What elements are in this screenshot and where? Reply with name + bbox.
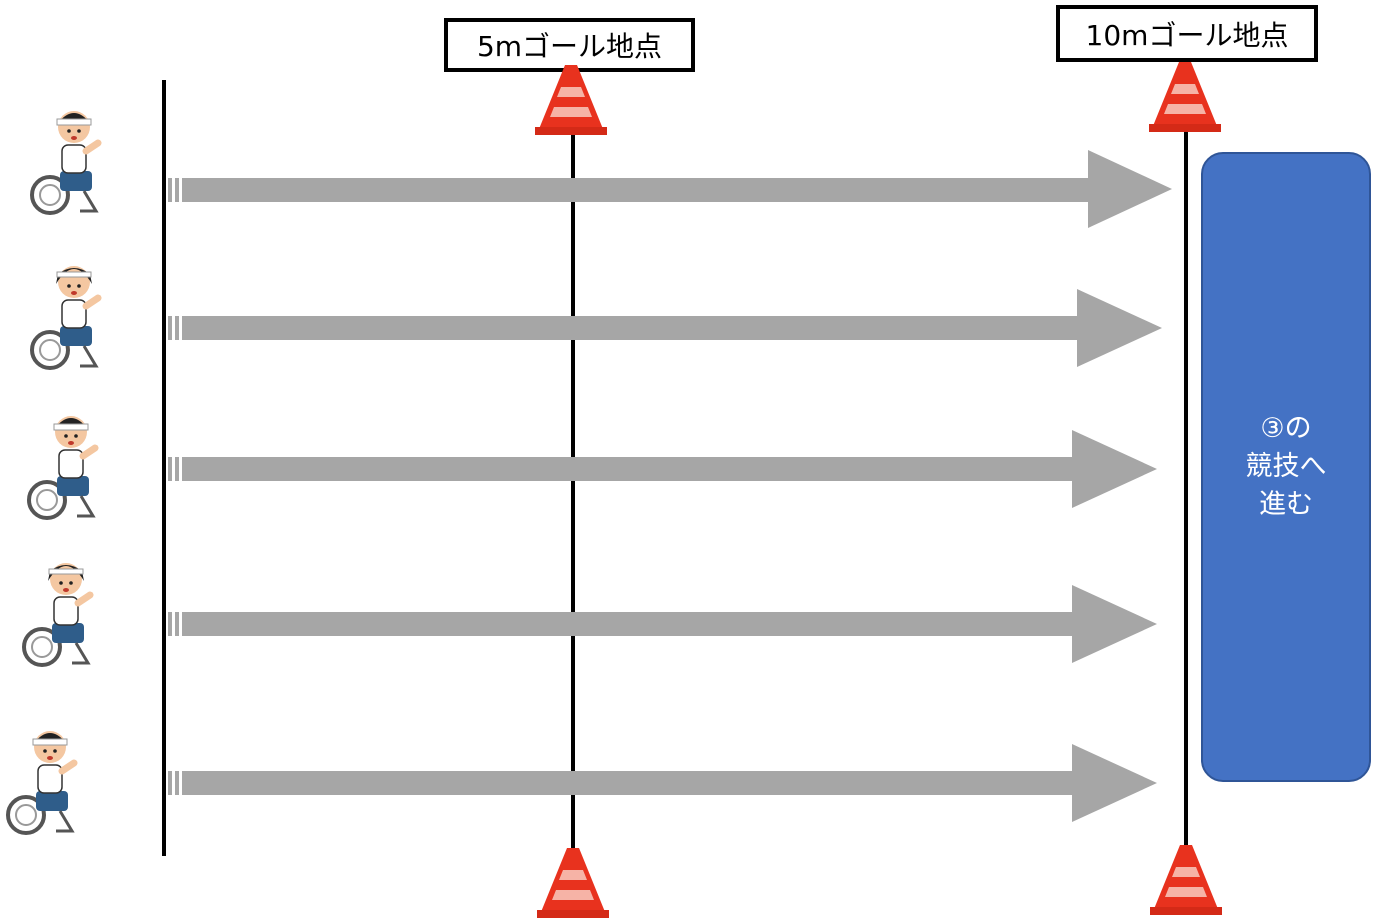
goal-10m-text: 10mゴール地点 (1085, 18, 1289, 52)
wheelchair-boy-icon (30, 111, 102, 215)
arrow-lane-4 (168, 585, 1157, 663)
next-event-line-3: 進む (1259, 489, 1313, 520)
cone-10m-top-icon (1149, 62, 1221, 132)
start-line (162, 80, 166, 856)
next-event-line-1: ③の (1260, 413, 1312, 444)
cone-10m-bottom-icon (1150, 845, 1222, 915)
cone-5m-top-icon (535, 65, 607, 135)
next-event-text: ③の 競技へ 進む (1246, 410, 1327, 524)
wheelchair-girl-icon (30, 266, 102, 370)
goal-5m-text: 5mゴール地点 (476, 30, 663, 63)
arrow-lane-3 (168, 430, 1157, 508)
next-event-line-2: 競技へ (1245, 451, 1327, 482)
wheelchair-boy-icon (27, 416, 99, 520)
wheelchair-girl-icon (22, 563, 94, 667)
goal-5m-line (571, 130, 575, 850)
arrow-lane-5 (168, 744, 1157, 822)
cone-5m-bottom-icon (537, 848, 609, 918)
arrow-lane-1 (168, 150, 1172, 228)
arrow-lane-2 (168, 289, 1162, 367)
next-event-box: ③の 競技へ 進む (1201, 152, 1371, 782)
wheelchair-boy-icon (6, 731, 78, 835)
goal-5m-label: 5mゴール地点 (444, 18, 695, 72)
goal-10m-label: 10mゴール地点 (1056, 5, 1318, 62)
goal-10m-line (1184, 128, 1188, 850)
